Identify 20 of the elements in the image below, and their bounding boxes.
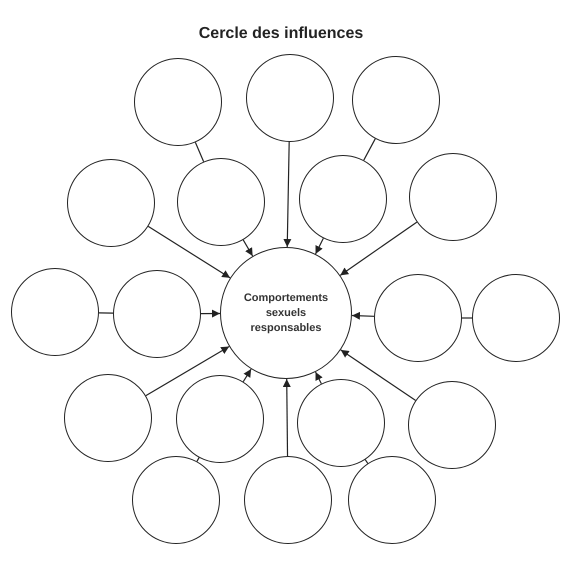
arrow [148, 226, 230, 278]
arrow [340, 222, 418, 276]
connector-line [363, 138, 376, 160]
connector-line [196, 457, 200, 462]
arrow [340, 349, 416, 401]
connector-line [194, 142, 204, 162]
arrow [242, 240, 254, 256]
arrow [352, 312, 374, 320]
arrow [282, 378, 291, 456]
connector-line [98, 312, 114, 314]
arrow [314, 372, 323, 384]
arrow [314, 238, 324, 254]
arrow [242, 368, 252, 382]
diagram-title: Cercle des influences [198, 24, 364, 44]
connector-line [462, 317, 472, 319]
arrow [201, 310, 220, 318]
connector-line [364, 459, 368, 464]
arrow [283, 142, 292, 248]
arrow [146, 346, 230, 396]
circle-label: Comportements sexuels responsables [242, 290, 330, 336]
